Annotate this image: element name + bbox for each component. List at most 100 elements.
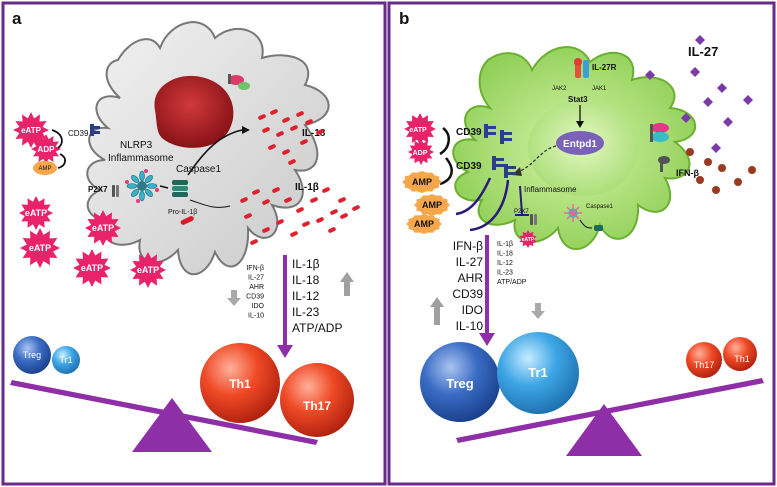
up-list-item: ATP/ADP: [292, 321, 342, 335]
svg-text:ADP: ADP: [38, 145, 56, 154]
dendritic-cell-a: [86, 21, 330, 276]
caspase-icon: [172, 180, 188, 197]
cytokine-dash: [316, 129, 324, 135]
up-arrow-icon-b: [430, 297, 444, 325]
svg-text:AMP: AMP: [412, 177, 432, 187]
adp-burst: ADP: [31, 134, 61, 164]
cytokine-dash: [288, 159, 296, 165]
eatp-small-b: eATP: [519, 230, 537, 248]
down-arrow-icon-a: [227, 290, 241, 306]
ifnb-dot: [718, 164, 726, 172]
cytokine-dash: [352, 205, 360, 211]
svg-text:Tr1: Tr1: [59, 355, 72, 365]
cytokine-dash: [296, 111, 304, 117]
cytokine-dash: [276, 219, 284, 225]
eatp-burst: eATP: [20, 228, 60, 268]
down-arrow-icon-b: [531, 303, 545, 319]
ifnb-label: IFN-β: [676, 168, 699, 178]
curved-arrow-eatp-adp: [51, 129, 63, 149]
cytokine-dash: [272, 187, 280, 193]
up-list-item: IL-1β: [292, 257, 320, 271]
il27-diamond: [743, 95, 753, 105]
inflammasome-icon: [125, 169, 159, 203]
up-list-item: IDO: [462, 303, 483, 317]
il27-diamond: [645, 70, 655, 80]
cytokine-dash: [250, 239, 258, 245]
cytokine-dash: [270, 109, 278, 115]
cd39-receptor-icon-a: [90, 124, 100, 136]
amp-blob-a: AMP: [33, 161, 57, 175]
cytokine-dash: [276, 131, 284, 137]
svg-text:eATP: eATP: [137, 265, 159, 275]
arrowhead: [576, 121, 584, 128]
svg-text:Entpd1: Entpd1: [563, 139, 597, 150]
eatp-burst: eATP: [130, 252, 166, 288]
svg-text:ADP: ADP: [413, 150, 428, 157]
cytokine-dash: [338, 197, 346, 203]
cytokine-dash: [305, 119, 313, 125]
cytokine-dash: [282, 149, 290, 155]
cytokine-dash: [330, 209, 338, 215]
p2x7-label-b: P2X7: [514, 209, 529, 215]
panel-a-label: a: [12, 9, 22, 28]
svg-text:Th17: Th17: [694, 360, 715, 370]
up-list-item: CD39: [452, 287, 483, 301]
purple-arrow-b: [479, 235, 495, 346]
cytokine-dash: [262, 127, 270, 133]
cytokine-dash: [258, 114, 266, 120]
cytokine-dashes-a: [240, 109, 360, 245]
up-arrow-icon-a: [340, 272, 354, 296]
cytokine-dash: [262, 227, 270, 233]
pro-il1b-blob: [180, 216, 194, 225]
cytokine-dash: [290, 125, 298, 131]
ifnb-dot: [748, 166, 756, 174]
cd39-receptors-b: [484, 124, 516, 178]
arrowhead: [242, 126, 250, 134]
ifn-receptor-icon: [650, 123, 669, 142]
jak1-label: JAK1: [592, 86, 607, 92]
up-list-item: IL-27: [456, 255, 484, 269]
il18-label: IL-18: [302, 128, 326, 139]
cytokine-dash: [282, 117, 290, 123]
il27-diamond: [690, 67, 700, 77]
stat3-label: Stat3: [568, 95, 588, 104]
curved-arrow-adp-amp: [57, 153, 66, 169]
cd39-label-b2: CD39: [456, 161, 482, 172]
svg-text:AMP: AMP: [422, 200, 442, 210]
p2x7-channel-icon-a: [112, 185, 119, 197]
eatp-burst-b: eATP: [404, 113, 436, 145]
svg-text:Tr1: Tr1: [528, 365, 548, 380]
th1-cell-a: Th1: [200, 343, 280, 423]
down-list-item: IL-18: [497, 251, 513, 258]
tr1-cell-b: Tr1: [497, 332, 579, 414]
cytokine-dash: [322, 187, 330, 193]
arrow-inflammasome-to-caspase: [159, 185, 169, 189]
th17-cell-b: Th17: [686, 342, 722, 378]
ifnb-dot: [686, 148, 694, 156]
up-list-item: AHR: [458, 271, 484, 285]
seesaw-b: [456, 378, 764, 456]
nlrp3-label: NLRP3: [120, 140, 153, 151]
eatp-burst: eATP: [85, 210, 121, 246]
ifnb-dot: [696, 176, 704, 184]
cytokine-dash: [300, 139, 308, 145]
il27-molecules: [645, 35, 753, 153]
svg-text:eATP: eATP: [522, 237, 535, 243]
cd39-label-a: CD39: [68, 129, 89, 138]
down-list-item: IL-27: [248, 275, 264, 282]
svg-text:Th1: Th1: [734, 354, 750, 364]
pro-il1b-label: Pro-IL-1β: [168, 209, 197, 216]
cytokine-dash: [240, 197, 248, 203]
amp-blob: AMP: [402, 171, 442, 193]
inflammasome-label-a: Inflammasome: [108, 153, 174, 164]
down-list-item: ATP/ADP: [497, 279, 527, 286]
nucleus-a: [154, 75, 234, 148]
amp-blob: AMP: [414, 194, 450, 216]
cytokine-dash: [268, 144, 276, 150]
adp-burst-b: ADP: [408, 139, 434, 165]
down-list-item: AHR: [249, 284, 264, 291]
